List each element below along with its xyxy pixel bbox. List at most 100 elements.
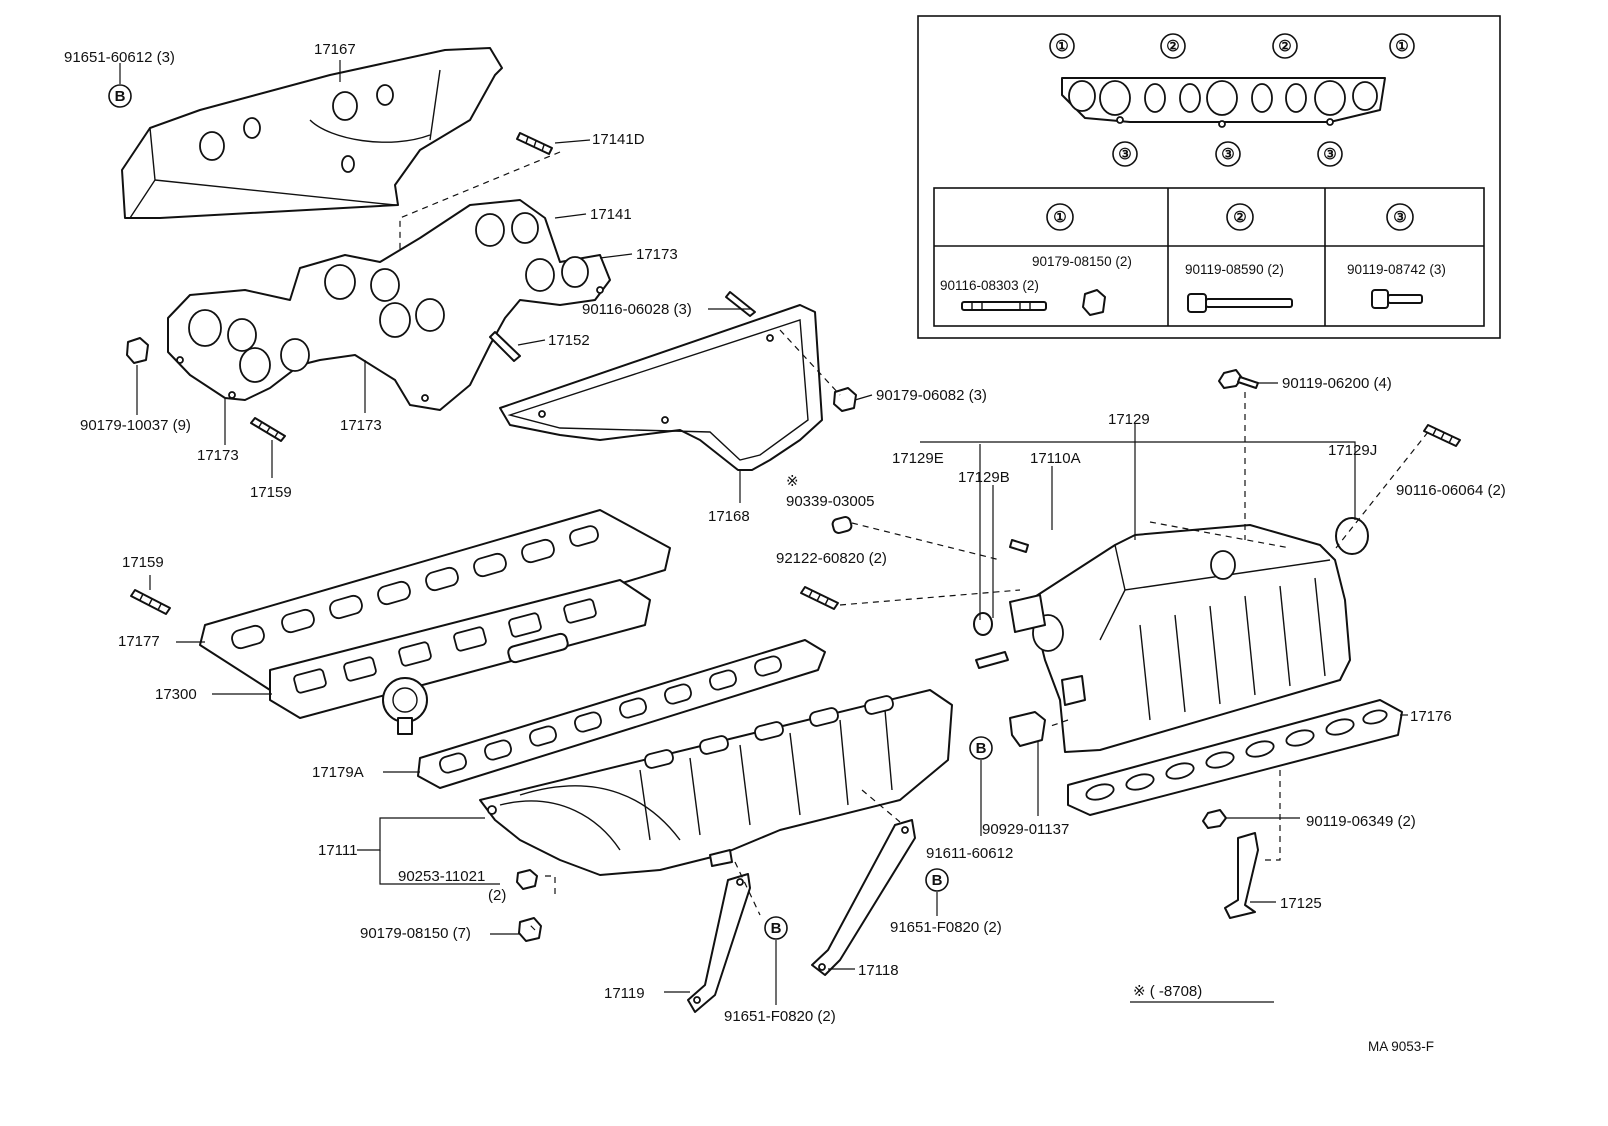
- bolt-90119-06349: [1202, 809, 1227, 829]
- svg-text:③: ③: [1393, 209, 1406, 226]
- table-col3: 90119-08742 (3): [1347, 262, 1446, 277]
- dashed-assembly-lines: [399, 151, 1429, 931]
- label-17159-top: 17159: [250, 484, 292, 501]
- label-17129: 17129: [1108, 411, 1150, 428]
- circle-marker-b-3: B: [764, 916, 788, 940]
- nut-90253-11021: [516, 869, 538, 890]
- svg-text:③: ③: [1221, 146, 1234, 163]
- svg-text:③: ③: [1118, 146, 1131, 163]
- gasket-17177: [199, 509, 671, 691]
- table-header-3: ③: [1386, 203, 1414, 231]
- label-90116-06064: 90116-06064 (2): [1396, 482, 1506, 499]
- table-nut-90179-08150: [1082, 289, 1106, 316]
- svg-text:①: ①: [1055, 38, 1068, 55]
- label-90119-06349: 90119-06349 (2): [1306, 813, 1416, 830]
- stay-17119: [687, 873, 751, 1013]
- gasket-17176: [1067, 699, 1403, 816]
- label-17129j: 17129J: [1328, 442, 1377, 459]
- label-90116-06028: 90116-06028 (3): [582, 301, 692, 318]
- nut-90179-10037: [126, 337, 149, 364]
- label-91611-60612: 91611-60612: [926, 845, 1013, 862]
- stud-17152: [489, 331, 521, 362]
- circle-marker-b-2: B: [969, 736, 993, 760]
- heat-insulator-17168: [499, 304, 823, 471]
- stud-90116-06064: [1423, 424, 1461, 447]
- label-90929-01137: 90929-01137: [982, 821, 1069, 838]
- table-bolt-90119-08742: [1371, 289, 1423, 309]
- union-90339-03005: [831, 516, 853, 534]
- note-mark-90339: ※: [786, 473, 799, 490]
- label-91651-f0820-right: 91651-F0820 (2): [890, 919, 1002, 936]
- label-17141d: 17141D: [592, 131, 645, 148]
- svg-text:②: ②: [1166, 38, 1179, 55]
- stay-17118: [811, 819, 916, 976]
- inset-gasket: [1061, 77, 1386, 128]
- label-17152: 17152: [548, 332, 590, 349]
- inset-marker-1-right: ①: [1389, 33, 1415, 59]
- table-col1-bottom: 90116-08303 (2): [940, 278, 1039, 293]
- clamp-90929-01137: [1009, 711, 1046, 747]
- nut-90179-06082: [833, 387, 857, 412]
- label-90253-11021: 90253-11021: [398, 868, 485, 885]
- bolt-17129e: [975, 651, 1009, 669]
- inset-marker-3-middle: ③: [1215, 141, 1241, 167]
- exhaust-manifold-17141: [167, 199, 611, 411]
- label-17179a: 17179A: [312, 764, 364, 781]
- label-17129e: 17129E: [892, 450, 944, 467]
- label-91651-f0820-bottom: 91651-F0820 (2): [724, 1008, 836, 1025]
- label-17119: 17119: [604, 985, 645, 1002]
- label-92122-60820: 92122-60820 (2): [776, 550, 887, 567]
- svg-text:①: ①: [1053, 209, 1066, 226]
- inset-marker-3-right: ③: [1317, 141, 1343, 167]
- label-90119-06200: 90119-06200 (4): [1282, 375, 1392, 392]
- plug-17129b: [973, 612, 993, 636]
- label-17110a: 17110A: [1030, 450, 1081, 467]
- gasket-17179a: [417, 639, 826, 789]
- table-bolt-90119-08590: [1187, 293, 1293, 313]
- label-17173-right: 17173: [636, 246, 678, 263]
- label-17129b: 17129B: [958, 469, 1010, 486]
- part-labels: 91651-60612 (3) 17167 17141D 17141 17173…: [64, 41, 1506, 1054]
- surge-tank-17129: [1009, 524, 1351, 753]
- label-17125: 17125: [1280, 895, 1322, 912]
- label-17141: 17141: [590, 206, 632, 223]
- label-90253-qty: (2): [488, 887, 506, 904]
- table-stud-90116-08303: [961, 301, 1047, 311]
- bolt-table-inset: ① ② ② ① ③ ③ ③: [917, 15, 1501, 339]
- inset-marker-3-left: ③: [1112, 141, 1138, 167]
- table-header-2: ②: [1226, 203, 1254, 231]
- label-17176: 17176: [1410, 708, 1452, 725]
- stud-17159-top: [250, 417, 286, 442]
- svg-text:②: ②: [1278, 38, 1291, 55]
- pipe-17110a: [1009, 539, 1029, 553]
- label-91651-60612: 91651-60612 (3): [64, 49, 175, 66]
- svg-text:B: B: [115, 88, 126, 105]
- plug-17129j: [1335, 517, 1369, 555]
- label-17173-left: 17173: [197, 447, 239, 464]
- svg-text:B: B: [976, 740, 987, 757]
- table-col2: 90119-08590 (2): [1185, 262, 1284, 277]
- circle-marker-b-1: B: [108, 84, 132, 108]
- reference-code: MA 9053-F: [1368, 1039, 1434, 1054]
- label-90179-10037: 90179-10037 (9): [80, 417, 191, 434]
- label-17300: 17300: [155, 686, 197, 703]
- label-17111: 17111: [318, 842, 358, 859]
- label-17168: 17168: [708, 508, 750, 525]
- valve-assembly-17300: [269, 579, 651, 735]
- label-17167: 17167: [314, 41, 356, 58]
- label-17177: 17177: [118, 633, 160, 650]
- svg-text:③: ③: [1323, 146, 1336, 163]
- label-17159-left: 17159: [122, 554, 164, 571]
- heat-insulator-17167: [121, 47, 503, 219]
- svg-text:B: B: [771, 920, 782, 937]
- svg-text:B: B: [932, 872, 943, 889]
- bolt-90119-06200: [1218, 369, 1259, 389]
- inset-marker-2-left: ②: [1160, 33, 1186, 59]
- label-90179-06082: 90179-06082 (3): [876, 387, 987, 404]
- stud-90116-06028: [725, 291, 756, 317]
- table-header-1: ①: [1046, 203, 1074, 231]
- stud-92122-60820: [800, 586, 839, 610]
- inset-marker-1-left: ①: [1049, 33, 1075, 59]
- footnote-8708: ※ ( -8708): [1133, 983, 1202, 1000]
